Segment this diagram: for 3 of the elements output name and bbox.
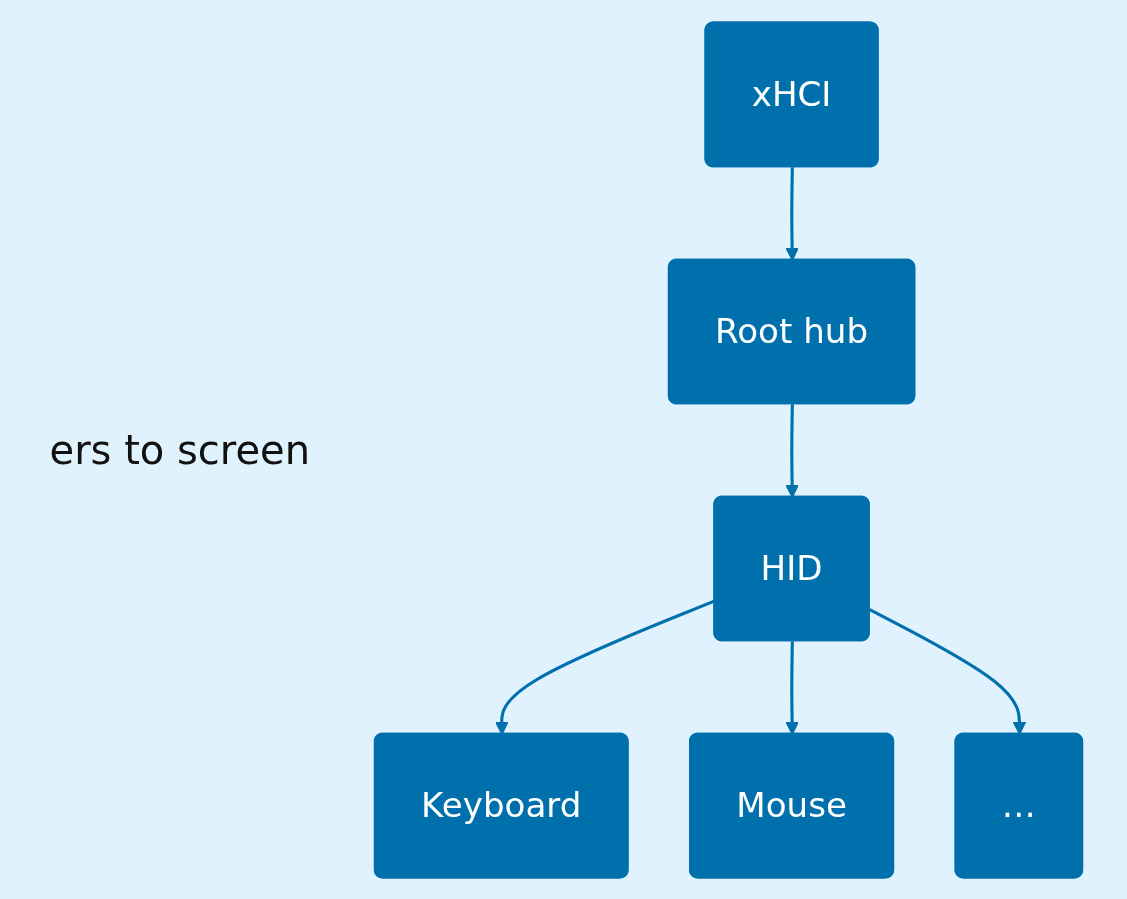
arrow — [785, 640, 799, 735]
arrow — [869, 607, 1027, 735]
note-text: ers to screen — [49, 426, 310, 473]
